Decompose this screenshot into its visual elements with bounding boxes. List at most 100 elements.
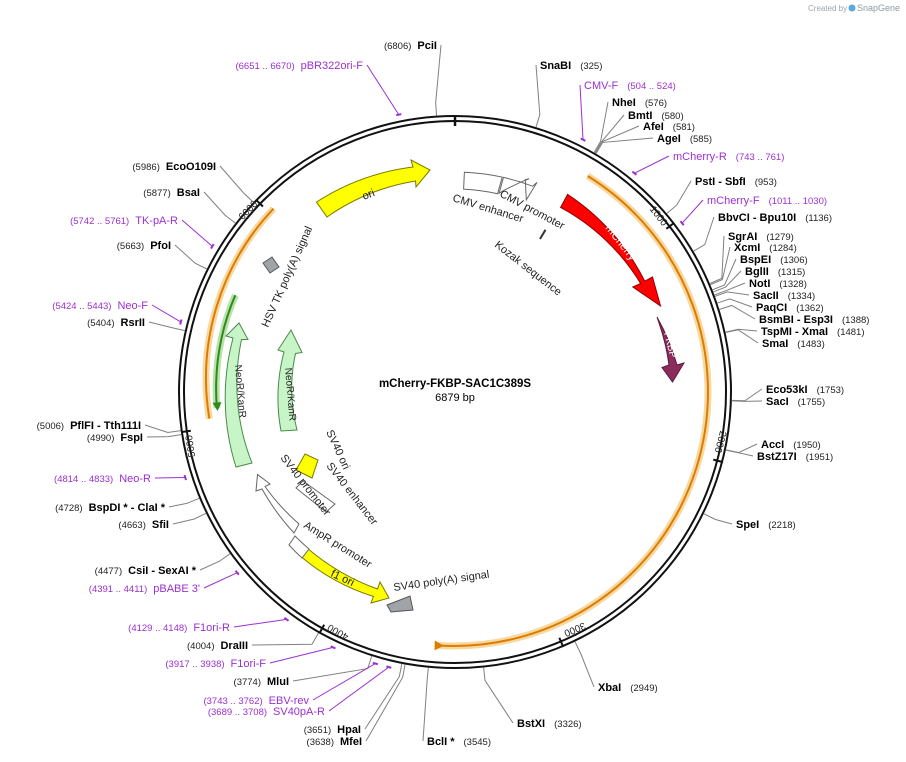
primer-bind-mark <box>330 645 336 650</box>
site-name: CsiI - SexAI * <box>128 565 197 577</box>
credit-brand: SnapGene <box>857 3 900 13</box>
site-position: (5006) <box>37 421 64 432</box>
site-name: AfeI <box>643 121 664 133</box>
tick-mark-6000 <box>255 198 264 208</box>
site-pfoi[interactable]: PfoI (5663) <box>117 240 208 270</box>
site-bstz17i[interactable]: BstZ17I(1951) <box>725 449 833 463</box>
site-noti[interactable]: NotI(1328) <box>714 278 807 296</box>
site-position: (2949) <box>630 683 657 694</box>
primer-ebv-rev[interactable]: EBV-rev(3743 .. 3762) <box>203 661 379 707</box>
tick-mark-3000 <box>558 637 565 648</box>
site-position: (5986) <box>132 162 159 173</box>
primer-name: pBR322ori-F <box>301 60 364 72</box>
site-paqci[interactable]: PaqCI(1362) <box>717 298 824 314</box>
primer-name: SV40pA-R <box>273 706 325 718</box>
primer-mcherry-f[interactable]: mCherry-F(1011 .. 1030) <box>679 195 827 226</box>
site-rsrii[interactable]: RsrII(5404) <box>87 317 186 332</box>
primer-leader <box>579 84 584 140</box>
primer-cmv-f[interactable]: CMV-F(504 .. 524) <box>579 80 676 142</box>
site-ecoo109i[interactable]: EcoO109I(5986) <box>132 161 254 203</box>
site-bcli[interactable]: BclI *(3545) <box>422 667 491 748</box>
primer-position: (3743 .. 3762) <box>203 696 262 707</box>
site-sfii[interactable]: SfiI(4663) <box>118 512 207 531</box>
primer-name: Neo-R <box>119 473 151 485</box>
site-tspmi-xmai[interactable]: TspMI - XmaI(1481) <box>725 326 865 338</box>
primer-tk-pa-r[interactable]: TK-pA-R(5742 .. 5761) <box>70 215 215 250</box>
site-eco53ki[interactable]: Eco53kI(1753) <box>731 384 844 402</box>
primer-sv40pa-r[interactable]: SV40pA-R(3689 .. 3708) <box>208 665 392 718</box>
site-position: (1334) <box>788 291 815 302</box>
site-sacii[interactable]: SacII(1334) <box>714 290 815 302</box>
primer-pbabe-3[interactable]: pBABE 3'(4391 .. 4411) <box>89 570 240 595</box>
site-leader <box>219 165 254 203</box>
site-sgrai[interactable]: SgrAI(1279) <box>709 231 794 284</box>
primer-f1ori-f[interactable]: F1ori-F(3917 .. 3938) <box>165 645 336 670</box>
primer-pbr322ori-f[interactable]: pBR322ori-F(6651 .. 6670) <box>235 60 402 117</box>
primer-leader <box>312 663 376 701</box>
site-nhei[interactable]: NheI(576) <box>593 97 667 153</box>
site-snabi[interactable]: SnaBI(325) <box>535 60 602 128</box>
primer-leader <box>181 219 213 247</box>
site-name: SacI <box>766 396 789 408</box>
site-bspdi-clai[interactable]: BspDI * - ClaI *(4728) <box>55 497 200 514</box>
feature-sv40-polya <box>386 595 414 613</box>
site-agei[interactable]: AgeI(585) <box>595 133 712 154</box>
primer-neo-f[interactable]: Neo-F(5424 .. 5443) <box>52 300 183 325</box>
site-draiii[interactable]: DraIII(4004) <box>187 632 319 652</box>
site-bstxi[interactable]: BstXI(3326) <box>483 667 582 730</box>
neo-orf-line <box>215 294 237 409</box>
site-name: BspDI * - ClaI * <box>89 502 166 514</box>
site-position: (6806) <box>384 41 411 52</box>
site-xcmi[interactable]: XcmI(1284) <box>710 242 797 286</box>
site-leader <box>725 449 754 457</box>
site-bspei[interactable]: BspEI(1306) <box>712 254 808 291</box>
tick-label-1000: 1000 <box>647 204 670 229</box>
site-name: PfoI <box>150 240 171 252</box>
primer-mcherry-r[interactable]: mCherry-R(743 .. 761) <box>631 151 784 176</box>
orf-line <box>438 175 709 647</box>
site-mlui[interactable]: MluI(3774) <box>234 656 373 688</box>
primer-neo-r[interactable]: Neo-R(4814 .. 4833) <box>54 473 187 485</box>
site-bsmbi-esp3i[interactable]: BsmBI - Esp3I(1388) <box>719 304 869 326</box>
site-position: (5663) <box>117 241 144 252</box>
primer-name: Neo-F <box>117 300 148 312</box>
primer-bind-mark <box>179 319 183 325</box>
site-position: (4663) <box>118 520 145 531</box>
site-hpai[interactable]: HpaI(3651) <box>304 663 403 736</box>
site-leader <box>144 424 181 433</box>
site-position: (1481) <box>837 327 864 338</box>
site-afei[interactable]: AfeI(581) <box>594 121 695 154</box>
site-saci[interactable]: SacI(1755) <box>731 396 825 408</box>
site-position: (4004) <box>187 641 214 652</box>
site-position: (1483) <box>797 339 824 350</box>
site-csii-sexai[interactable]: CsiI - SexAI *(4477) <box>95 553 231 577</box>
site-smai[interactable]: SmaI (1483) <box>725 329 825 350</box>
label-neor-kanr-inner: NeoR/KanR <box>282 367 298 421</box>
tick-mark-4000 <box>318 624 326 634</box>
site-mfei[interactable]: MfeI(3638) <box>307 664 406 748</box>
primer-f1ori-r[interactable]: F1ori-R(4129 .. 4148) <box>128 616 290 634</box>
site-psti-sbfi[interactable]: PstI - SbfI(953) <box>666 176 777 214</box>
site-xbai[interactable]: XbaI(2949) <box>574 641 658 694</box>
site-name: PflFI - Tth111I <box>70 420 141 432</box>
site-position: (4990) <box>87 433 114 444</box>
site-bsai[interactable]: BsaI(5877) <box>143 187 236 224</box>
plasmid-length: 6879 bp <box>435 392 475 404</box>
primer-leader <box>634 155 670 174</box>
site-bmti[interactable]: BmtI(580) <box>594 110 684 154</box>
site-name: SmaI <box>762 338 788 350</box>
site-leader <box>365 664 406 742</box>
site-pflfi-tth111i[interactable]: PflFI - Tth111I (5006) <box>37 420 181 433</box>
site-bbvci-bpu10i[interactable]: BbvCI - Bpu10I(1136) <box>693 212 832 252</box>
site-spei[interactable]: SpeI(2218) <box>703 513 796 531</box>
site-name: MfeI <box>340 736 362 748</box>
site-bglii[interactable]: BglII(1315) <box>713 266 805 293</box>
primer-bind-mark <box>372 661 379 666</box>
site-leader <box>199 553 231 571</box>
site-fspi[interactable]: FspI(4990) <box>87 432 182 444</box>
site-leader <box>146 434 182 438</box>
site-position: (1362) <box>796 303 823 314</box>
site-position: (1306) <box>780 255 807 266</box>
site-pcii[interactable]: PciI(6806) <box>384 40 442 116</box>
primer-bind-mark <box>234 570 240 576</box>
